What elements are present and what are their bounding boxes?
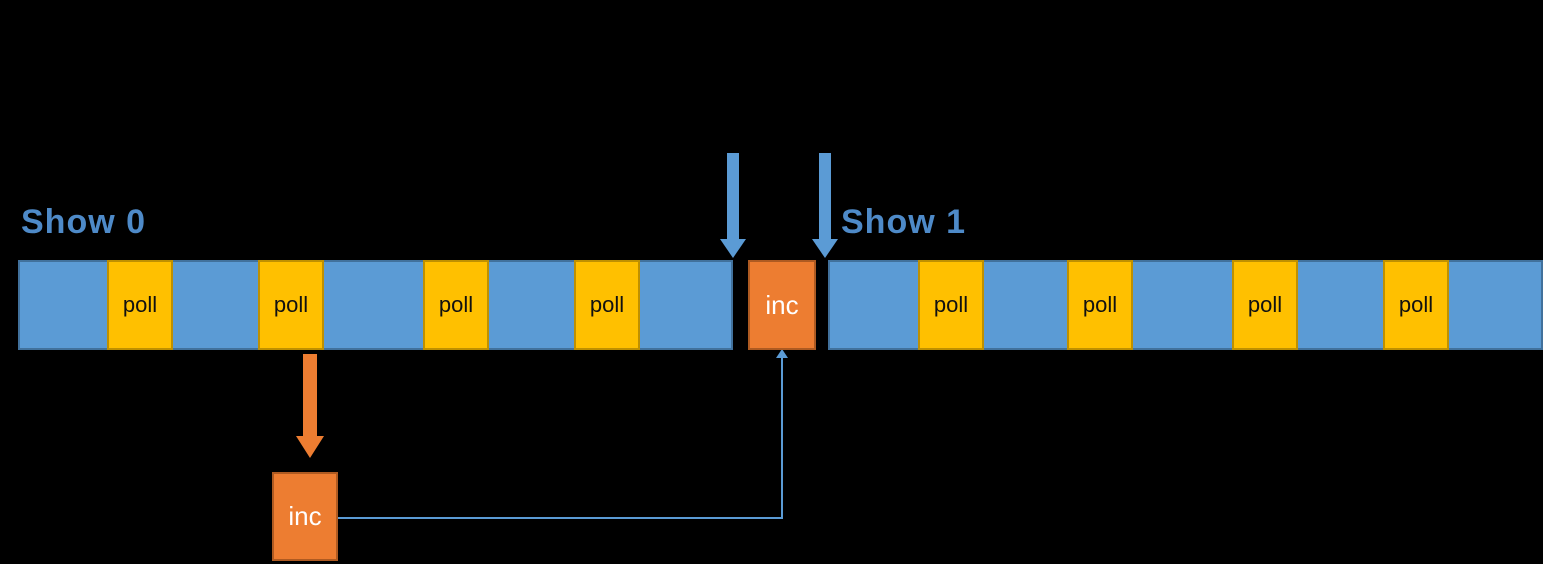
down-arrow-icon: [727, 153, 739, 239]
connector-line: [338, 517, 782, 519]
inc-block-deferred: inc: [272, 472, 338, 561]
show-1-label: Show 1: [841, 203, 967, 241]
poll-block: poll: [1067, 260, 1133, 350]
poll-block: poll: [258, 260, 324, 350]
poll-block: poll: [918, 260, 984, 350]
up-arrow-icon: [776, 349, 788, 358]
poll-block: poll: [1232, 260, 1298, 350]
poll-block: poll: [423, 260, 489, 350]
down-arrow-icon: [296, 436, 324, 458]
inc-block-inline: inc: [748, 260, 816, 350]
poll-block: poll: [574, 260, 640, 350]
connector-line: [781, 357, 783, 519]
down-arrow-icon: [819, 153, 831, 239]
down-arrow-icon: [812, 239, 838, 258]
show-0-label: Show 0: [21, 203, 147, 241]
down-arrow-icon: [303, 354, 317, 436]
poll-block: poll: [107, 260, 173, 350]
poll-block: poll: [1383, 260, 1449, 350]
down-arrow-icon: [720, 239, 746, 258]
